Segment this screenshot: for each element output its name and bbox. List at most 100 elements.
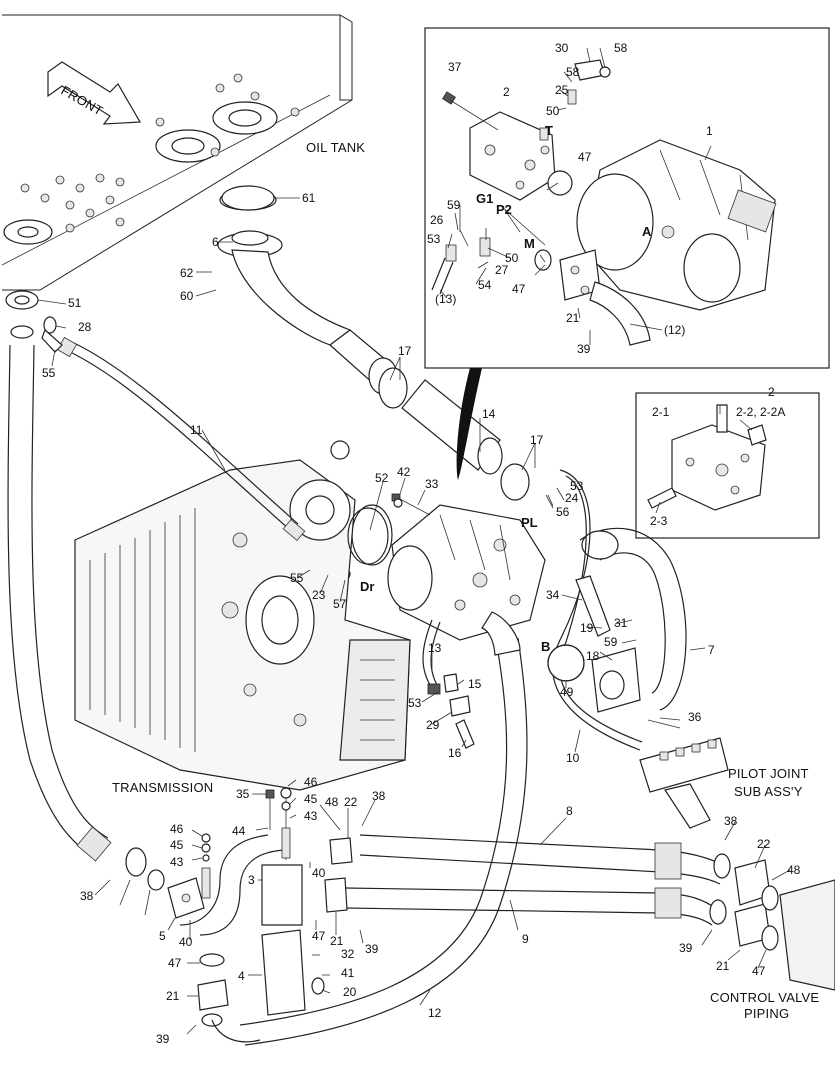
callout-48-b: 48: [787, 863, 801, 877]
callout-55-b: 55: [290, 571, 304, 585]
callout-36: 36: [688, 710, 702, 724]
callout-21-d: 21: [716, 959, 730, 973]
callout-35: 35: [236, 787, 250, 801]
callout-53-a: 53: [427, 232, 441, 246]
callout-58-a: 58: [614, 41, 628, 55]
suction-pipe: [217, 189, 530, 501]
callout-3: 3: [248, 873, 255, 887]
callout-42: 42: [397, 465, 411, 479]
callout-41: 41: [341, 966, 355, 980]
callout-16: 16: [448, 746, 462, 760]
callout-59-a: 59: [447, 198, 461, 212]
callout-49: 49: [560, 685, 574, 699]
callout-23: 23: [312, 588, 326, 602]
callout-21-c: 21: [166, 989, 180, 1003]
callout-38-b: 38: [724, 814, 738, 828]
port-A: A: [642, 224, 652, 239]
callout-numbers: 1 2 2 6 7 8 9 10 11 12 13 14 16 20 22 22…: [42, 41, 801, 1046]
callout-21-a: 21: [566, 311, 580, 325]
port-P2: P2: [496, 202, 512, 217]
callout-8: 8: [566, 804, 573, 818]
callout-46-a: 46: [304, 775, 318, 789]
callout-47-c: 47: [312, 929, 326, 943]
pump-detail-box: [424, 27, 830, 369]
callout-48-a: 48: [325, 795, 339, 809]
callout-43-a: 43: [304, 809, 318, 823]
callout-17-b: 17: [530, 433, 544, 447]
callout-6: 6: [212, 235, 219, 249]
callout-50-b: 50: [505, 251, 519, 265]
port-G1: G1: [476, 191, 493, 206]
transmission: [74, 440, 411, 791]
callout-38-a: 38: [372, 789, 386, 803]
callout-30: 30: [555, 41, 569, 55]
callout-26: 26: [430, 213, 444, 227]
oil-tank-label: OIL TANK: [306, 140, 365, 155]
callout-9: 9: [522, 932, 529, 946]
port-PL: PL: [521, 515, 538, 530]
callout-51: 51: [68, 296, 82, 310]
callout-47-e: 47: [752, 964, 766, 978]
callout-47-a: 47: [578, 150, 592, 164]
callout-38-c: 38: [80, 889, 94, 903]
callout-25: 25: [555, 83, 569, 97]
detail-leader: [456, 368, 482, 480]
callout-13: 13: [428, 641, 442, 655]
callout-2-detail: 2: [768, 385, 775, 399]
callout-40-a: 40: [312, 866, 326, 880]
callout-12-ref: (12): [664, 323, 685, 337]
callout-45-a: 45: [304, 792, 318, 806]
o-ring-52: [347, 507, 389, 565]
port-M: M: [524, 236, 535, 251]
callout-4: 4: [238, 969, 245, 983]
callout-53-c: 53: [408, 696, 422, 710]
callout-39-b: 39: [365, 942, 379, 956]
callout-14: 14: [482, 407, 496, 421]
callout-60: 60: [180, 289, 194, 303]
callout-57: 57: [333, 597, 347, 611]
lower-piping: [167, 469, 835, 1046]
callout-53-b: 53: [570, 479, 584, 493]
callout-55-a: 55: [42, 366, 56, 380]
callout-40-b: 40: [179, 935, 193, 949]
oil-tank: [1, 14, 353, 291]
callout-45-b: 45: [170, 838, 184, 852]
callout-27: 27: [495, 263, 509, 277]
callout-47-d: 47: [168, 956, 182, 970]
callout-2-3: 2-3: [650, 514, 668, 528]
callout-46-b: 46: [170, 822, 184, 836]
o-ring-49: [547, 644, 585, 682]
callout-15: 15: [468, 677, 482, 691]
callout-37: 37: [448, 60, 462, 74]
callout-11: 11: [190, 423, 203, 437]
callout-22-b: 22: [757, 837, 771, 851]
control-valve-label-2: PIPING: [744, 1006, 789, 1021]
port-labels: T G1 P2 M A PL Dr B: [360, 123, 652, 654]
front-arrow: FRONT: [47, 61, 142, 125]
callout-44: 44: [232, 824, 246, 838]
callout-34: 34: [546, 588, 560, 602]
callout-18: 18: [586, 649, 600, 663]
port-B: B: [541, 639, 550, 654]
callout-12: 12: [428, 1006, 442, 1020]
callout-2-1: 2-1: [652, 405, 670, 419]
control-valve-label-1: CONTROL VALVE: [710, 990, 819, 1005]
callout-7: 7: [708, 643, 715, 657]
callout-33: 33: [425, 477, 439, 491]
callout-54: 54: [478, 278, 492, 292]
callout-21-b: 21: [330, 934, 344, 948]
leader-lines: [37, 47, 791, 1035]
callout-39-d: 39: [156, 1032, 170, 1046]
callout-28: 28: [78, 320, 92, 334]
left-return-hose: [7, 344, 165, 891]
pilot-joint-label-1: PILOT JOINT: [728, 766, 809, 781]
callout-50-a: 50: [546, 104, 560, 118]
port-T: T: [545, 123, 553, 138]
callout-39-a: 39: [577, 342, 591, 356]
callout-31: 31: [614, 616, 628, 630]
callout-2: 2: [503, 85, 510, 99]
callout-17-a: 17: [398, 344, 412, 358]
callout-58-b: 58: [566, 65, 580, 79]
